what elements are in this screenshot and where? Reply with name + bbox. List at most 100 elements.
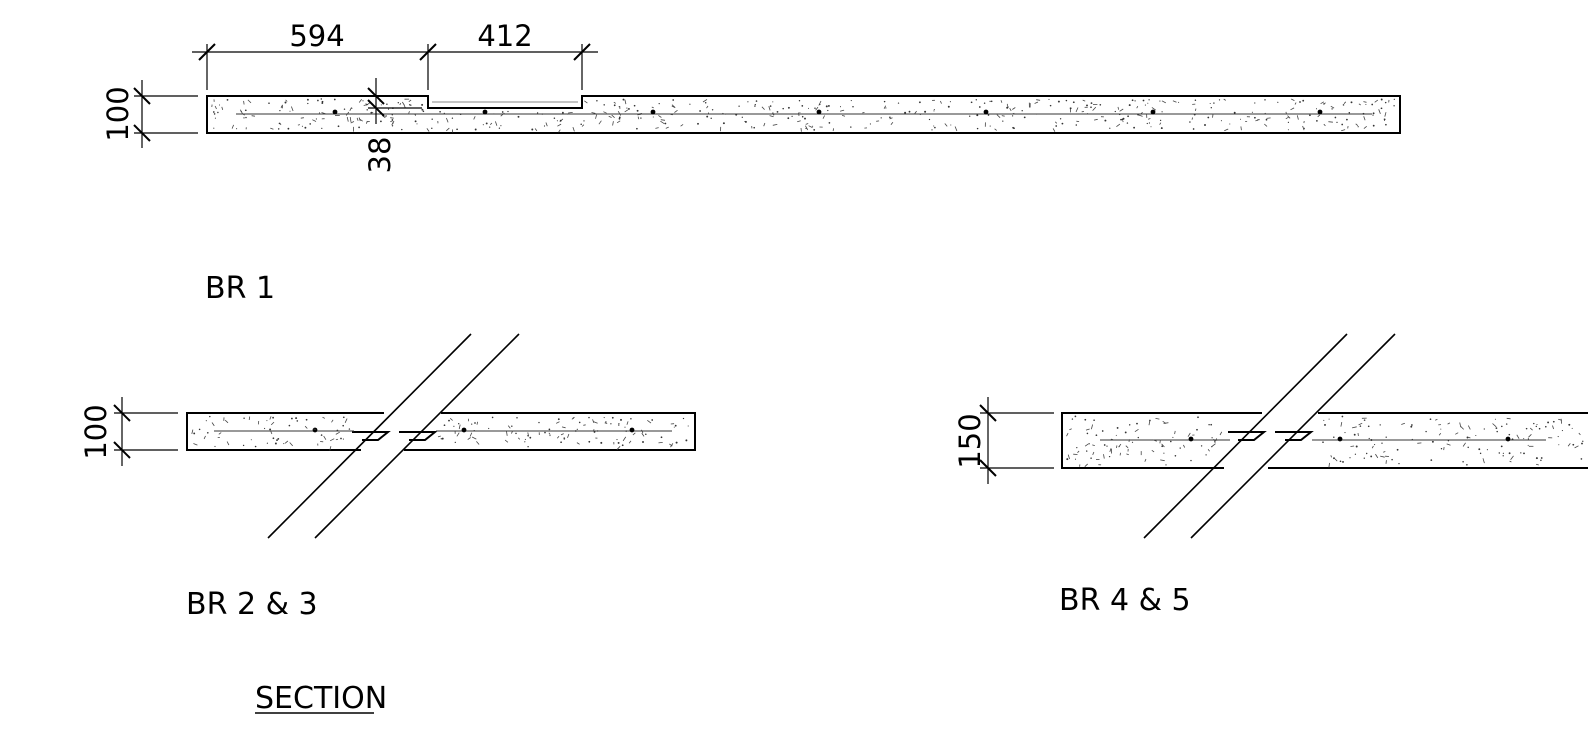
concrete-speck: [1074, 458, 1077, 460]
concrete-speck: [349, 117, 352, 123]
concrete-speck: [1475, 434, 1477, 437]
concrete-speck: [1467, 446, 1469, 449]
br45-label: BR 4 & 5: [1059, 583, 1191, 618]
concrete-speck: [1302, 125, 1305, 131]
concrete-speck: [603, 417, 605, 419]
concrete-speck: [213, 127, 215, 129]
concrete-speck: [950, 124, 952, 126]
concrete-speck: [243, 117, 245, 119]
concrete-speck: [1509, 460, 1512, 463]
concrete-speck: [1151, 107, 1157, 111]
concrete-speck: [947, 105, 950, 108]
concrete-speck: [1055, 125, 1058, 127]
concrete-speck: [611, 114, 615, 118]
br1-vtick-bottom: [133, 124, 151, 142]
concrete-speck: [1197, 416, 1199, 419]
concrete-speck: [933, 108, 935, 111]
concrete-speck: [815, 106, 819, 111]
concrete-speck: [593, 421, 598, 424]
concrete-speck: [924, 110, 927, 113]
concrete-speck: [1213, 438, 1216, 444]
concrete-speck: [1194, 108, 1197, 112]
concrete-speck: [883, 105, 887, 109]
concrete-speck: [1183, 444, 1186, 448]
concrete-speck: [1179, 447, 1181, 449]
concrete-speck: [1572, 443, 1575, 446]
concrete-speck: [1119, 108, 1124, 112]
concrete-speck: [914, 110, 917, 115]
concrete-speck: [626, 421, 629, 425]
concrete-speck: [329, 438, 335, 442]
concrete-speck: [268, 102, 270, 104]
concrete-speck: [637, 113, 641, 116]
concrete-speck: [989, 125, 991, 127]
concrete-speck: [1363, 101, 1367, 103]
concrete-speck: [323, 435, 327, 440]
concrete-speck: [1391, 458, 1393, 461]
concrete-speck: [556, 120, 558, 122]
concrete-speck: [1075, 124, 1078, 126]
concrete-speck: [675, 441, 678, 444]
concrete-speck: [1341, 415, 1344, 418]
concrete-speck: [380, 120, 382, 123]
concrete-speck: [897, 102, 900, 104]
concrete-speck: [1095, 434, 1098, 437]
concrete-speck: [1494, 418, 1496, 420]
concrete-speck: [251, 115, 256, 117]
concrete-speck: [349, 107, 352, 111]
concrete-speck: [534, 128, 538, 132]
concrete-speck: [642, 441, 644, 443]
concrete-speck: [825, 105, 828, 108]
concrete-speck: [576, 442, 580, 445]
concrete-speck: [277, 128, 280, 130]
concrete-speck: [768, 106, 771, 111]
concrete-speck: [541, 113, 543, 115]
concrete-speck: [1142, 99, 1145, 102]
concrete-speck: [1396, 448, 1399, 451]
concrete-speck: [1067, 454, 1070, 460]
concrete-speck: [296, 420, 299, 422]
concrete-speck: [543, 125, 546, 127]
concrete-speck: [284, 440, 289, 444]
concrete-speck: [611, 416, 614, 419]
rebar-dot: [312, 427, 318, 433]
concrete-speck: [617, 110, 622, 116]
concrete-speck: [340, 437, 342, 440]
concrete-speck: [333, 98, 336, 101]
concrete-speck: [1134, 100, 1136, 102]
concrete-speck: [295, 417, 298, 420]
concrete-speck: [1466, 464, 1468, 466]
concrete-speck: [408, 104, 411, 106]
concrete-speck: [647, 419, 652, 424]
concrete-speck: [584, 100, 588, 104]
concrete-speck: [1320, 101, 1325, 105]
concrete-speck: [680, 124, 684, 127]
concrete-speck: [1200, 445, 1203, 447]
concrete-speck: [1344, 432, 1346, 434]
concrete-speck: [1527, 444, 1529, 446]
concrete-speck: [1478, 448, 1481, 451]
concrete-speck: [1365, 103, 1367, 106]
concrete-speck: [1240, 126, 1242, 131]
concrete-speck: [350, 121, 355, 124]
concrete-speck: [1348, 111, 1351, 114]
br23-label: BR 2 & 3: [186, 587, 318, 622]
concrete-speck: [437, 435, 441, 438]
concrete-speck: [1092, 106, 1097, 111]
concrete-speck: [1216, 439, 1218, 441]
br45-break-line-2: [1190, 333, 1396, 539]
concrete-speck: [538, 421, 540, 424]
concrete-speck: [818, 100, 822, 106]
concrete-speck: [337, 125, 340, 128]
concrete-speck: [1110, 438, 1114, 440]
concrete-speck: [495, 121, 498, 126]
concrete-speck: [440, 438, 442, 440]
concrete-speck: [1117, 106, 1119, 110]
concrete-speck: [934, 126, 936, 129]
concrete-speck: [754, 105, 756, 107]
concrete-speck: [931, 129, 933, 131]
concrete-speck: [504, 439, 509, 443]
concrete-speck: [335, 431, 340, 435]
concrete-speck: [548, 428, 551, 431]
concrete-speck: [808, 107, 809, 109]
